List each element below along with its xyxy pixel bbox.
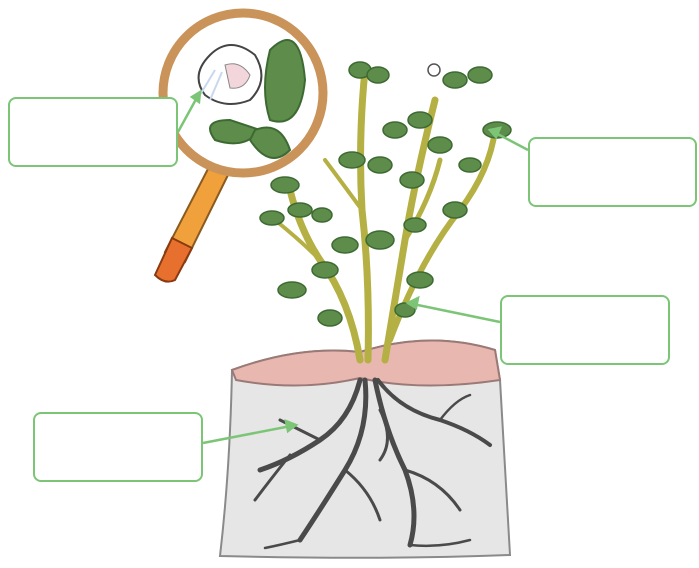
stem-label-box[interactable]	[500, 295, 670, 365]
flower-label-box[interactable]	[8, 97, 178, 167]
magnifier-handle	[155, 165, 228, 282]
pointer-stem	[408, 303, 500, 322]
soil-block	[220, 340, 510, 557]
leaf-label-box[interactable]	[528, 137, 697, 207]
plant-flower-bud	[428, 64, 440, 76]
root-label-box[interactable]	[33, 412, 203, 482]
magnifier-lens	[163, 13, 323, 173]
